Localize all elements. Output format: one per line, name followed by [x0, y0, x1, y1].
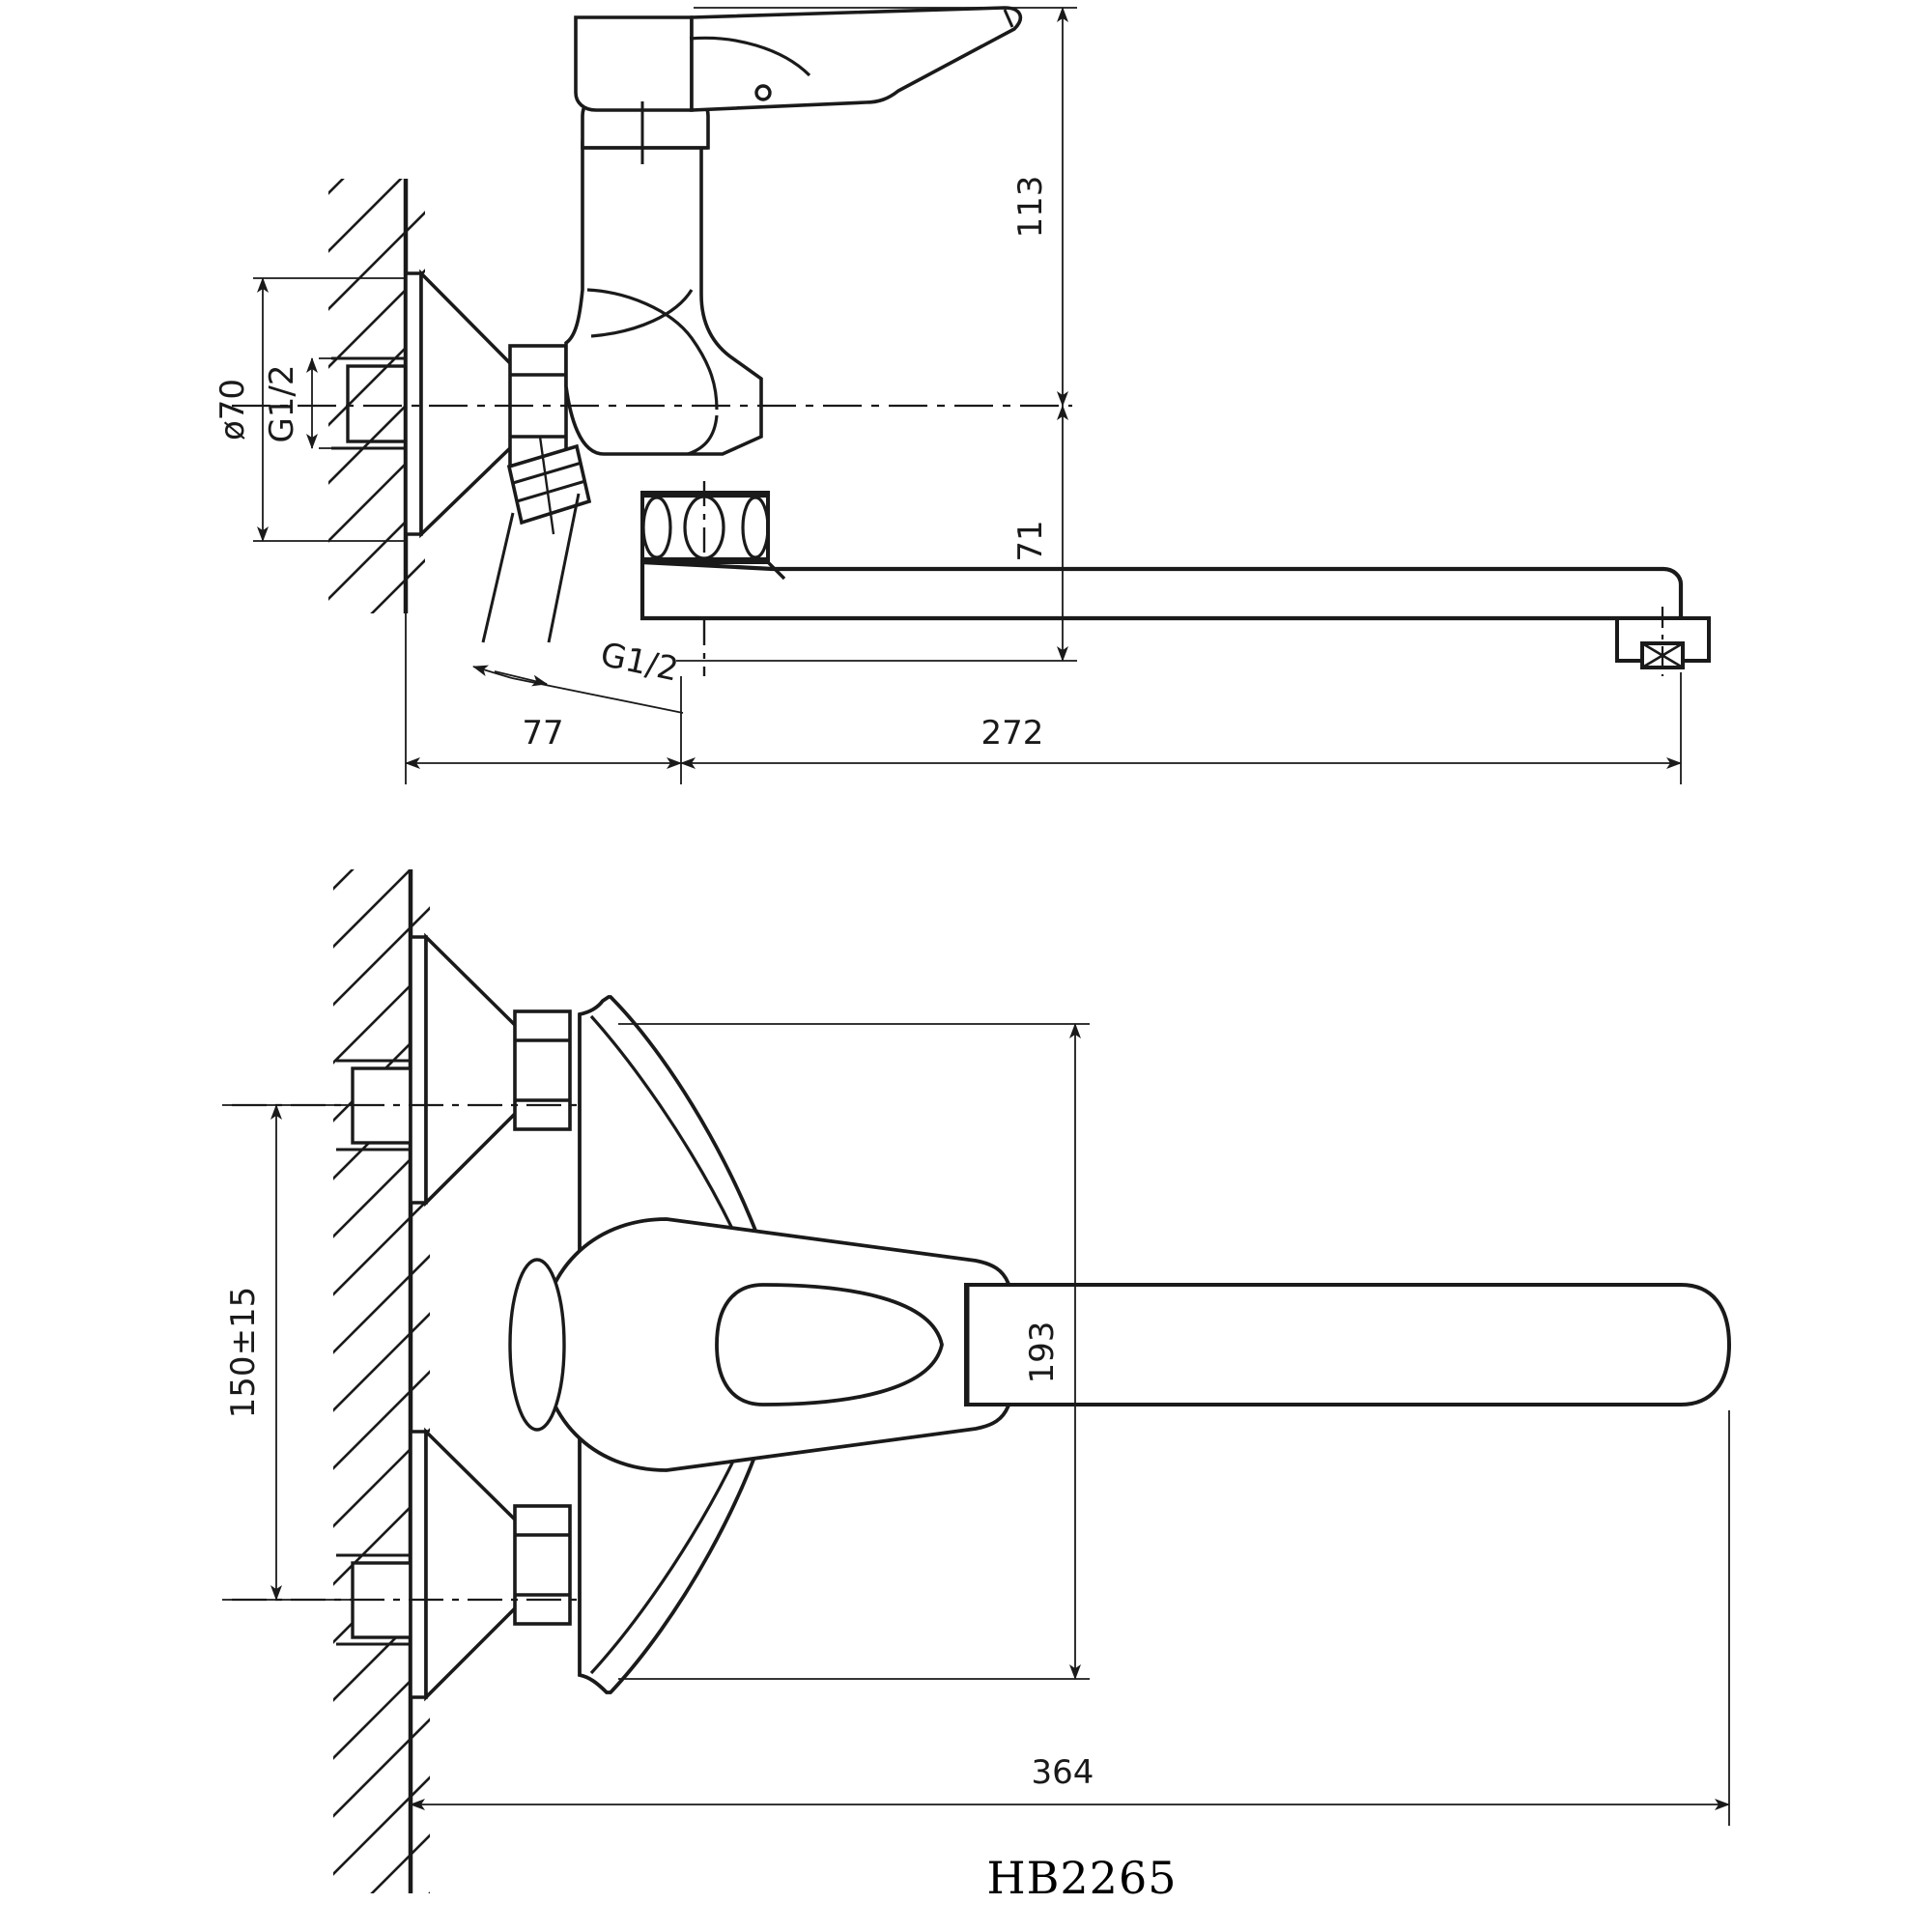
handle-lever-side — [574, 6, 1023, 112]
dimension-272-label: 272 — [981, 714, 1044, 753]
dimension-150pm15: 150±15 — [222, 1104, 379, 1601]
front-elevation-view: 150±15 193 364 — [222, 869, 1732, 1893]
dimension-71: 71 — [1011, 405, 1068, 662]
part-code-label: HB2265 — [987, 1852, 1178, 1904]
dimension-193: 193 — [1023, 1023, 1081, 1680]
dimension-g12-inlet: G1/2 — [263, 357, 386, 449]
shower-outlet-fitting-side — [506, 436, 592, 535]
dimension-113-label: 113 — [1011, 176, 1050, 239]
wall-hatch-side — [328, 179, 425, 613]
shower-outlet-shank — [481, 493, 581, 643]
spout-arm-front — [964, 1283, 1732, 1406]
dimension-g12-inlet-label: G1/2 — [263, 364, 301, 442]
dimension-dia70: ø70 — [213, 277, 406, 542]
body-contour-lines-side — [586, 288, 719, 456]
side-elevation-view: ø70 G1/2 113 71 G1/2 — [213, 6, 1711, 784]
dimension-113: 113 — [1011, 7, 1068, 407]
escutcheon-upper-front — [409, 932, 518, 1208]
hex-nut-lower-front — [513, 1504, 572, 1626]
dimension-364: 364 — [410, 1410, 1730, 1826]
escutcheon-lower-front — [409, 1427, 518, 1702]
dimension-364-label: 364 — [1032, 1753, 1094, 1792]
spout-tube-side — [639, 559, 1684, 621]
dimension-193-label: 193 — [1023, 1321, 1062, 1384]
dimension-272: 272 — [680, 672, 1682, 784]
dimension-77-label: 77 — [522, 714, 563, 753]
dimension-dia70-label: ø70 — [213, 379, 252, 440]
cartridge-sleeve-side — [581, 99, 710, 150]
dimension-150pm15-label: 150±15 — [224, 1287, 263, 1419]
handle-front — [539, 1217, 1016, 1472]
hex-nut-upper-front — [513, 1009, 572, 1131]
dimension-71-label: 71 — [1011, 520, 1050, 561]
handle-pivot-front — [508, 1258, 566, 1432]
